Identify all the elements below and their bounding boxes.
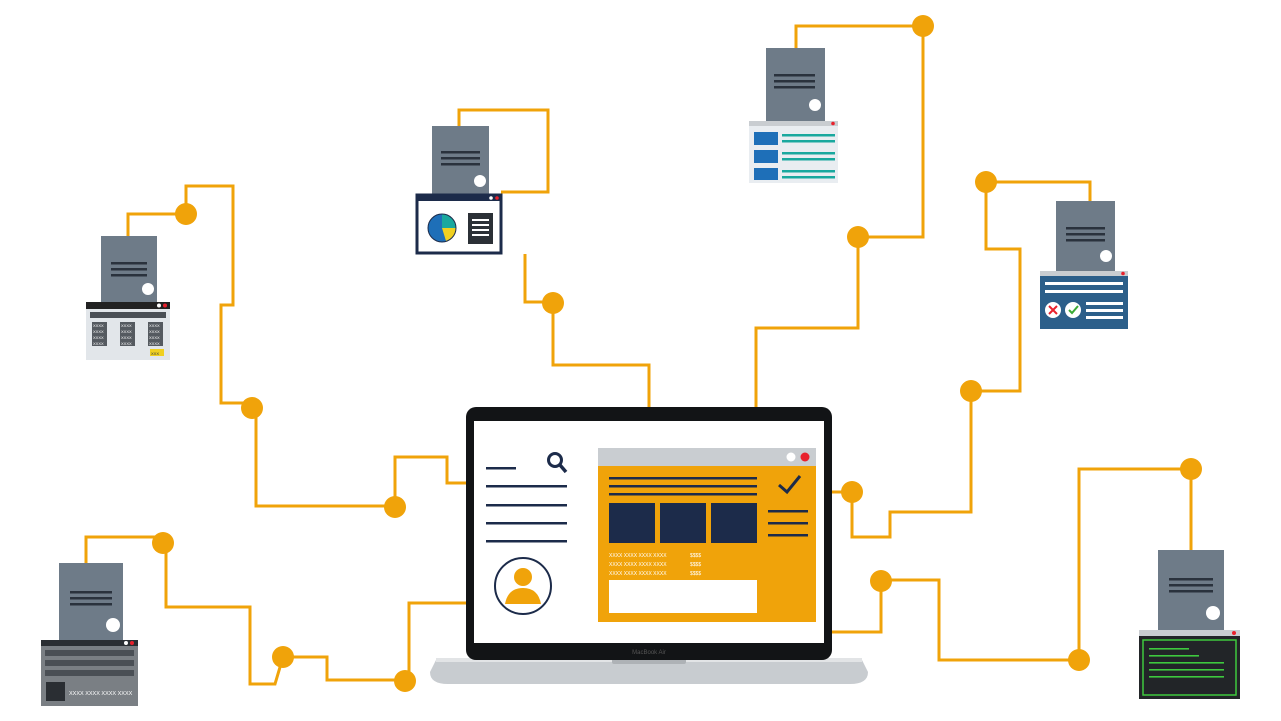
- power-led-icon: [809, 99, 821, 111]
- connector-top-center-down: [523, 254, 651, 408]
- laptop-base: [430, 660, 868, 684]
- power-led-icon: [474, 175, 486, 187]
- server-records: [749, 48, 838, 183]
- laptop: MacBook Air XXXX XXXX X: [430, 407, 868, 684]
- sheet-cell: XXXX: [121, 341, 132, 346]
- image-tile: [660, 503, 706, 543]
- sheet-cell: XXXX: [121, 335, 132, 340]
- form-row-text: XXXX XXXX XXXX XXXX: [609, 571, 667, 577]
- power-led-icon: [1206, 606, 1220, 620]
- terminal-screen: [1040, 271, 1128, 329]
- connector-node: [1068, 649, 1090, 671]
- terminal-screen: [1139, 630, 1240, 699]
- form-row-amount: $$$$: [690, 562, 701, 568]
- power-led-icon: [106, 618, 120, 632]
- laptop-brand-label: MacBook Air: [632, 650, 666, 656]
- image-tile: [609, 503, 655, 543]
- sheet-cell: XXXX: [149, 323, 160, 328]
- search-icon: [547, 452, 568, 474]
- connector-top-center: [457, 108, 550, 194]
- connector-node: [841, 481, 863, 503]
- spreadsheet-cells: XXXX XXXX XXXX XXXX XXXX XXXX XXXX XXXX …: [92, 322, 164, 356]
- server-card: XXXX XXXX XXXX XXXX: [41, 563, 138, 706]
- user-avatar-icon: [494, 557, 552, 615]
- connector-right: [986, 180, 1092, 201]
- close-icon: [800, 452, 810, 462]
- server-spreadsheet: XXXX XXXX XXXX XXXX XXXX XXXX XXXX XXXX …: [86, 236, 170, 360]
- connector-left-laptop: [393, 455, 468, 506]
- minimize-icon: [786, 452, 796, 462]
- form-row-text: XXXX XXXX XXXX XXXX: [609, 562, 667, 568]
- sheet-cell: XXXX: [93, 335, 104, 340]
- sheet-badge: XXX: [151, 351, 159, 356]
- document-icon: [468, 213, 493, 244]
- connector-node: [960, 380, 982, 402]
- server-console: [1139, 550, 1240, 699]
- sheet-cell: XXXX: [93, 329, 104, 334]
- sheet-cell: XXXX: [121, 329, 132, 334]
- connector-node: [152, 532, 174, 554]
- connector-right-down: [830, 182, 1022, 539]
- connector-node: [272, 646, 294, 668]
- connector-node: [847, 226, 869, 248]
- checkmark-icon: [778, 475, 802, 495]
- connector-node: [241, 397, 263, 419]
- card-chip-icon: [46, 682, 65, 701]
- app-window-titlebar: [598, 448, 816, 466]
- approve-icon: [1065, 302, 1081, 318]
- connector-node: [912, 15, 934, 37]
- connector-node: [870, 570, 892, 592]
- connector-node: [975, 171, 997, 193]
- connector-node: [384, 496, 406, 518]
- power-led-icon: [1100, 250, 1112, 262]
- server-approval: [1040, 201, 1128, 329]
- connector-node: [394, 670, 416, 692]
- image-tile: [711, 503, 757, 543]
- sheet-cell: XXXX: [149, 329, 160, 334]
- connector-bottom-right-path: [830, 467, 1191, 662]
- sheet-cell: XXXX: [149, 335, 160, 340]
- sheet-cell: XXXX: [149, 341, 160, 346]
- connector-node: [1180, 458, 1202, 480]
- sheet-cell: XXXX: [93, 341, 104, 346]
- card-number: XXXX XXXX XXXX XXXX: [69, 691, 133, 697]
- power-led-icon: [142, 283, 154, 295]
- connector-nodes: [152, 15, 1202, 692]
- connector-top-right: [754, 24, 925, 408]
- form-row-amount: $$$$: [690, 553, 701, 559]
- pie-chart-icon: [427, 213, 457, 243]
- form-row-text: XXXX XXXX XXXX XXXX: [609, 553, 667, 559]
- connector-node: [542, 292, 564, 314]
- app-input-field[interactable]: [609, 580, 757, 613]
- sheet-cell: XXXX: [121, 323, 132, 328]
- server-analytics: [415, 126, 503, 255]
- connector-node: [175, 203, 197, 225]
- sheet-cell: XXXX: [93, 323, 104, 328]
- form-row-amount: $$$$: [690, 571, 701, 577]
